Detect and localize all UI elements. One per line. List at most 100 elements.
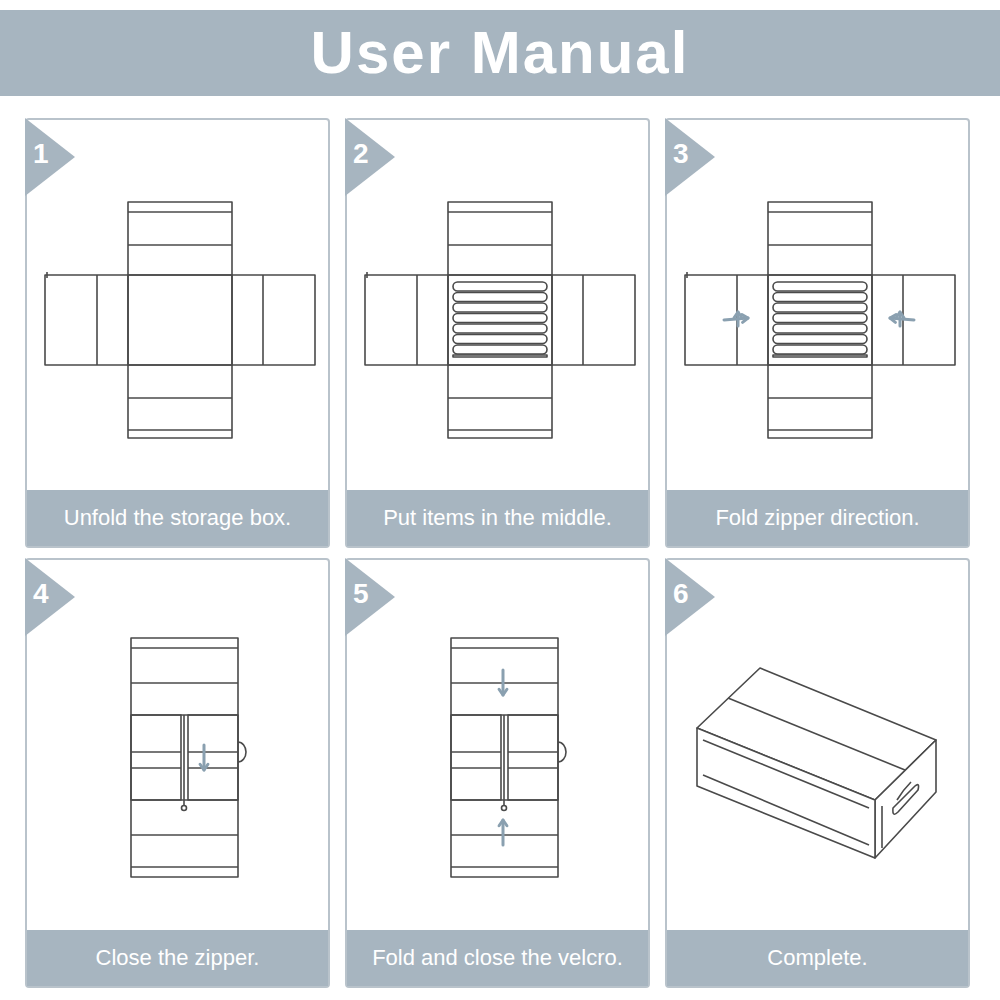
fold-line [451,751,501,753]
step-caption: Complete. [767,945,867,971]
caption-band: Complete. [667,930,968,986]
step-number: 4 [33,578,49,610]
fold-line [188,767,238,769]
step-caption: Fold zipper direction. [715,505,919,531]
folded-item [773,345,867,354]
folded-item [453,335,547,344]
step-number: 5 [353,578,369,610]
fold-line [768,429,872,431]
box-trim [881,806,883,848]
badge-triangle [25,118,75,196]
folded-item [773,324,867,333]
box-trim [703,740,869,808]
fold-line [188,751,238,753]
folded-item [773,303,867,312]
side-flap [188,715,238,800]
badge-shape [665,118,715,196]
box-seam [728,698,905,770]
caption-band: Put items in the middle. [347,490,648,546]
fold-line [128,429,232,431]
step-number: 3 [673,138,689,170]
folded-item [773,335,867,344]
fold-line [128,397,232,399]
box-flap [365,275,635,365]
badge-triangle [665,118,715,196]
step-caption: Unfold the storage box. [64,505,291,531]
folded-box [451,638,558,877]
caption-band: Fold and close the velcro. [347,930,648,986]
fold-line [448,211,552,213]
folded-item [453,303,547,312]
side-flap [451,715,501,800]
folded-item [453,314,547,323]
box-flap [448,202,552,438]
step-caption: Fold and close the velcro. [372,945,623,971]
fold-line [451,767,501,769]
side-flap [131,715,181,800]
zipper-end [686,272,688,278]
handle [238,742,246,762]
box-base [128,275,232,365]
caption-band: Unfold the storage box. [27,490,328,546]
badge-shape [25,558,75,636]
badge-shape [665,558,715,636]
fold-line [416,275,418,365]
box-flap [128,202,232,438]
badge-triangle [25,558,75,636]
badge-shape [345,558,395,636]
fold-line [131,682,238,684]
zipper-pull [502,806,507,811]
zipper [183,715,185,805]
box-base [448,275,552,365]
fold-line [262,275,264,365]
step-badge: 2 [345,118,395,196]
folded-item [453,324,547,333]
fold-line [448,429,552,431]
arrow-head [896,312,904,318]
step-badge: 4 [25,558,75,636]
caption-band: Fold zipper direction. [667,490,968,546]
caption-band: Close the zipper. [27,930,328,986]
fold-line [131,751,181,753]
step-badge: 5 [345,558,395,636]
box-base [768,275,872,365]
fold-line [451,866,558,868]
folded-item [453,293,547,302]
zipper-pull [182,806,187,811]
handle [558,742,566,762]
step-number: 6 [673,578,689,610]
step-panel: 2Put items in the middle. [345,118,650,548]
step-number: 2 [353,138,369,170]
step-badge: 6 [665,558,715,636]
box-flap [45,275,315,365]
page-title: User Manual [0,10,1000,96]
arrow-head [499,820,507,826]
step-panel: 5Fold and close the velcro. [345,558,650,988]
zipper [503,715,505,805]
fold-line [448,244,552,246]
badge-triangle [345,558,395,636]
folded-item [773,282,867,291]
box-flap [768,202,872,438]
fold-line [508,751,558,753]
folded-item [773,355,867,357]
step-caption: Put items in the middle. [383,505,612,531]
folded-item [453,282,547,291]
fold-line [582,275,584,365]
arrow-head [499,689,507,695]
box-trim [703,775,869,845]
folded-item [773,314,867,323]
fold-line [131,834,238,836]
fold-line [451,647,558,649]
badge-shape [25,118,75,196]
fold-line [508,767,558,769]
step-number: 1 [33,138,49,170]
fold-line [128,244,232,246]
arrow-head [734,312,742,318]
folded-item [773,293,867,302]
folded-item [453,345,547,354]
fold-line [131,647,238,649]
fold-line [131,866,238,868]
step-panel: 4Close the zipper. [25,558,330,988]
fold-line [96,275,98,365]
